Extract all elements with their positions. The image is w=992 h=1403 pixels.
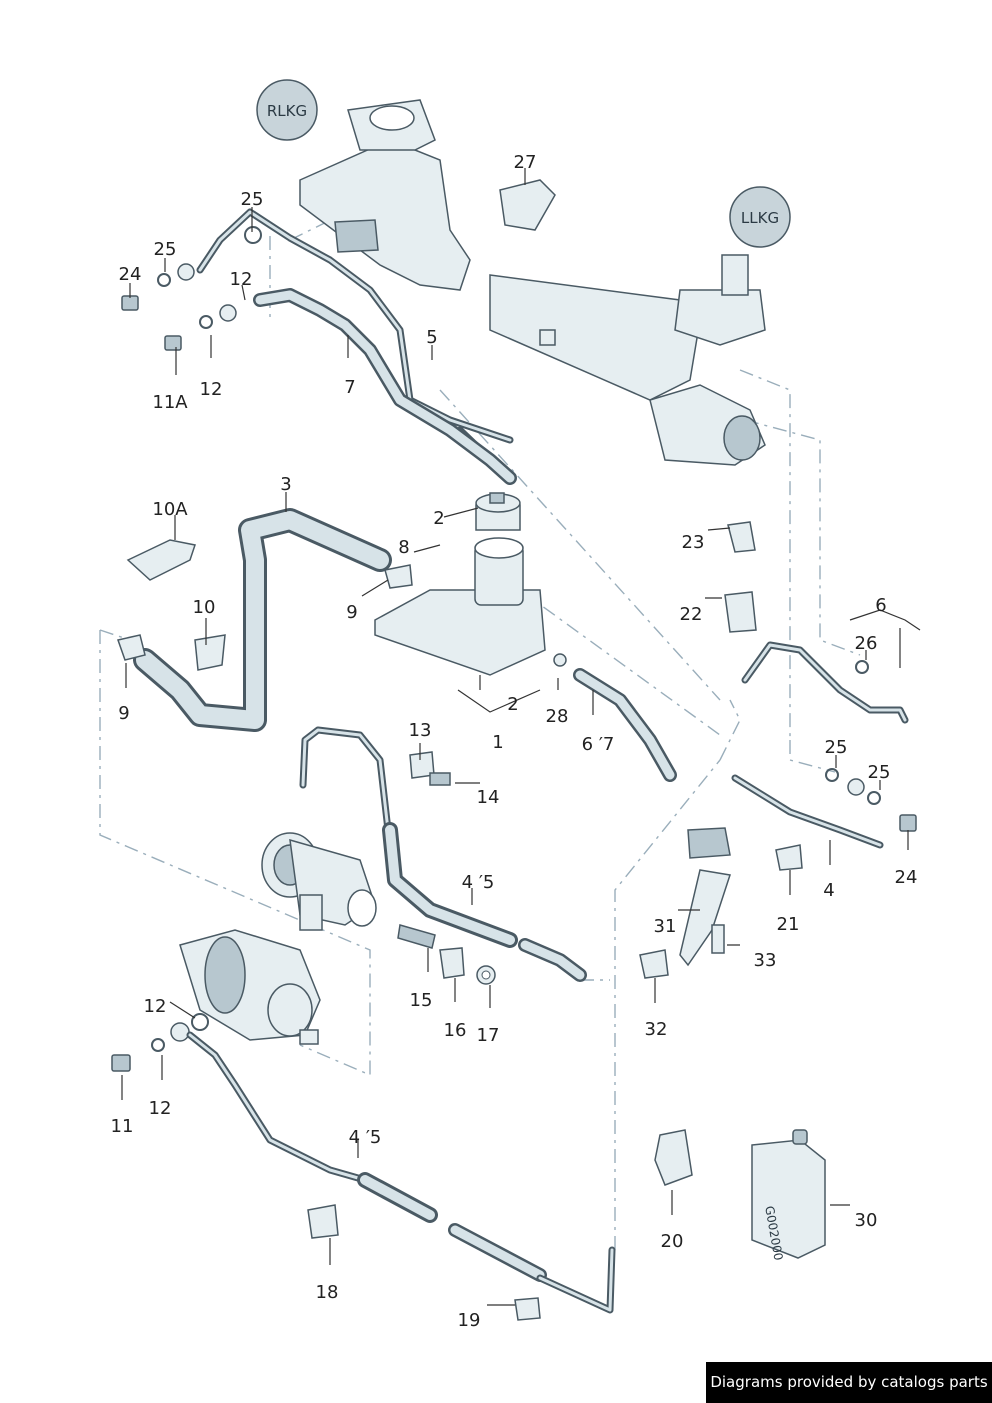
fluid-bottle-30: G002000 [751, 1129, 826, 1262]
hose-45-upper [382, 822, 587, 982]
hose-3 [133, 508, 392, 732]
label-33: 33 [754, 950, 777, 971]
label-14: 14 [477, 787, 500, 808]
svg-text:RLKG: RLKG [267, 102, 307, 120]
label-12: 12 [149, 1098, 172, 1119]
clip-20 [654, 1129, 693, 1186]
label-26: 26 [855, 633, 878, 654]
pipe-4-right [731, 768, 917, 871]
label-30: 30 [855, 1210, 878, 1231]
label-4: 4 [823, 880, 834, 901]
label-10: 10 [193, 597, 216, 618]
llkg-badge: LLKG [729, 186, 791, 248]
pipe-6 [741, 641, 909, 724]
label-24: 24 [119, 264, 142, 285]
svg-text:LLKG: LLKG [741, 209, 779, 227]
label-31: 31 [654, 916, 677, 937]
label-16: 16 [444, 1020, 467, 1041]
fasteners-15-17 [397, 924, 496, 985]
label-3: 3 [280, 474, 291, 495]
label-23: 23 [682, 532, 705, 553]
label-6-7: 6 ′7 [582, 734, 615, 755]
banjo-bolts-lower [111, 1013, 209, 1072]
label-2: 2 [433, 508, 444, 529]
pump-valve-block [261, 832, 377, 931]
clips-22-23 [724, 521, 757, 633]
reservoir-1 [374, 492, 546, 676]
label-6: 6 [875, 595, 886, 616]
footer-banner: Diagrams provided by catalogs parts [706, 1362, 992, 1403]
label-21: 21 [777, 914, 800, 935]
label-32: 32 [645, 1019, 668, 1040]
label-12: 12 [200, 379, 223, 400]
label-25: 25 [241, 189, 264, 210]
bracket-31 [639, 827, 731, 979]
clip-27 [499, 179, 556, 231]
label-11: 11 [111, 1116, 134, 1137]
label-25: 25 [154, 239, 177, 260]
label-18: 18 [316, 1282, 339, 1303]
label-15: 15 [410, 990, 433, 1011]
label-28: 28 [546, 706, 569, 727]
steering-gear [299, 99, 766, 466]
hose-45-lower [186, 1031, 616, 1321]
hose-clamps-left [117, 539, 413, 671]
label-22: 22 [680, 604, 703, 625]
label-12: 12 [144, 996, 167, 1017]
rlkg-badge: RLKG [256, 79, 318, 141]
label-25: 25 [868, 762, 891, 783]
leader-lines [121, 168, 921, 1306]
label-5: 5 [426, 327, 437, 348]
label-27: 27 [514, 152, 537, 173]
label-12: 12 [230, 269, 253, 290]
label-9: 9 [118, 703, 129, 724]
label-13: 13 [409, 720, 432, 741]
label-7: 7 [344, 377, 355, 398]
power-steering-pump [179, 929, 321, 1045]
label-19: 19 [458, 1310, 481, 1331]
label-11a: 11A [152, 392, 188, 413]
label-1: 1 [492, 732, 503, 753]
label-17: 17 [477, 1025, 500, 1046]
label-10a: 10A [152, 499, 188, 520]
hose-7 [253, 288, 517, 485]
part-labels: 25 25 24 12 11A 12 7 5 27 3 10A 2 8 9 10… [111, 152, 918, 1331]
label-25: 25 [825, 737, 848, 758]
label-9: 9 [346, 602, 357, 623]
hose-67 [553, 653, 677, 782]
label-4-5: 4 ′5 [349, 1127, 382, 1148]
pressure-pipe-upper [299, 726, 451, 834]
label-24: 24 [895, 867, 918, 888]
label-8: 8 [398, 537, 409, 558]
label-4-5: 4 ′5 [462, 872, 495, 893]
label-20: 20 [661, 1231, 684, 1252]
label-2: 2 [507, 694, 518, 715]
